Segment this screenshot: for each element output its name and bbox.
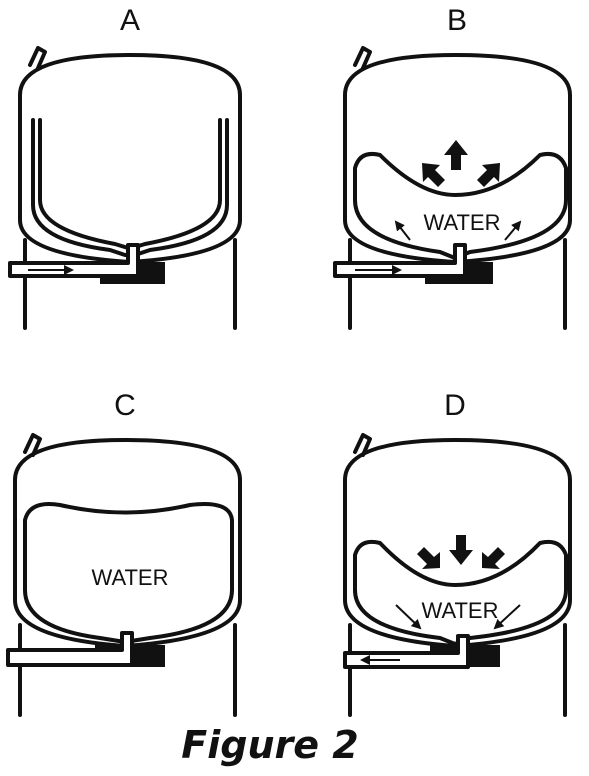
inlet-pipe	[6, 631, 134, 667]
panel-c: C WATER	[6, 389, 242, 717]
water-label: WATER	[92, 565, 169, 590]
bladder	[31, 118, 229, 257]
water-label: WATER	[424, 210, 501, 235]
bladder	[23, 502, 234, 644]
panel-b: B WATER	[333, 4, 572, 330]
bladder	[353, 539, 568, 646]
figure-caption: Figure 2	[181, 723, 358, 767]
arrow-up	[444, 140, 468, 170]
water-label: WATER	[422, 598, 499, 623]
tank-shell	[343, 53, 572, 264]
panel-d-tank: WATER	[343, 433, 572, 717]
air-valve	[28, 46, 47, 70]
arrow-down-left	[482, 547, 505, 569]
panel-c-letter: C	[114, 389, 136, 422]
panel-b-letter: B	[447, 4, 467, 37]
panel-d-letter: D	[444, 389, 466, 422]
air-valve	[23, 433, 42, 457]
inlet-pipe	[8, 243, 140, 278]
inlet-pipe	[333, 243, 467, 278]
water-arrow-right	[493, 604, 521, 630]
tank-legs	[18, 623, 237, 717]
panel-c-tank: WATER	[6, 433, 242, 717]
air-valve	[353, 433, 372, 457]
air-valve	[353, 46, 372, 70]
water-arrow-left	[395, 604, 422, 630]
arrow-down	[449, 535, 473, 565]
bladder-inner	[38, 118, 222, 250]
arrow-down-right	[417, 547, 440, 569]
water-arrow-right	[504, 220, 522, 241]
tank-legs	[348, 238, 567, 330]
arrow-up-left	[422, 163, 445, 187]
tank-legs	[23, 238, 237, 330]
bladder	[353, 151, 568, 260]
tank-shell	[18, 53, 242, 264]
panel-a: A	[8, 4, 242, 330]
tank-legs	[348, 623, 567, 717]
water-arrow-left	[394, 220, 411, 241]
panel-b-tank: WATER	[333, 46, 572, 330]
panel-a-tank	[8, 46, 242, 330]
tank-shell	[343, 438, 572, 648]
panel-d: D WATER	[343, 389, 572, 717]
arrow-up-right	[477, 163, 500, 187]
panel-a-letter: A	[120, 4, 140, 37]
tank-shell	[13, 438, 242, 648]
